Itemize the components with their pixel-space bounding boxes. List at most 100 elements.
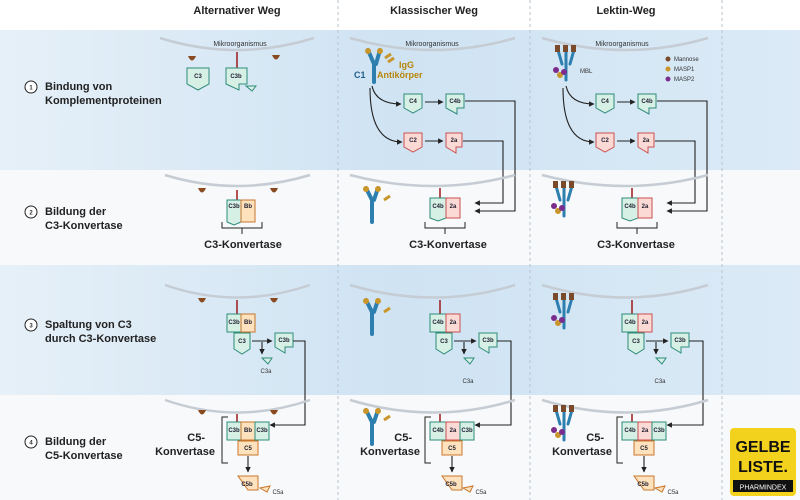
c5a-fragment	[653, 485, 666, 493]
svg-text:2a: 2a	[642, 204, 649, 210]
protein-c5-lec: C5	[633, 440, 655, 456]
svg-text:2a: 2a	[450, 320, 457, 326]
microorganism-label-lec: Mikroorganismus	[595, 41, 649, 48]
mbl-complex	[551, 293, 574, 330]
membrane-alt-1	[159, 36, 315, 52]
svg-text:C4b: C4b	[432, 204, 444, 210]
membrane-cls-1	[349, 36, 516, 52]
logo-line-1: GELBE	[735, 439, 790, 456]
svg-text:2a: 2a	[643, 138, 650, 144]
c3-convertase-lec-3: C4b 2a	[621, 313, 653, 333]
c3-convertase-alt: C3b Bb	[226, 199, 256, 226]
protein-c4: C4	[403, 93, 423, 114]
step-title-4b: C5-Konvertase	[45, 450, 123, 462]
step-number-1: 1	[29, 86, 33, 92]
svg-text:C4: C4	[601, 99, 609, 105]
protein-c4b-lec: C4b	[637, 93, 657, 115]
mannose-icon	[270, 298, 278, 303]
svg-text:C3b: C3b	[256, 428, 268, 434]
step-label-4: 4 Bildung der C5-Konvertase	[24, 435, 123, 462]
svg-text:C4b: C4b	[432, 428, 444, 434]
step-label-2: 2 Bildung der C3-Konvertase	[24, 205, 123, 232]
membrane-lec-3	[541, 283, 709, 299]
protein-c3b: C3b	[225, 67, 248, 91]
c1-label: C1	[354, 70, 366, 80]
c5a-fragment	[461, 485, 474, 493]
svg-text:C3b: C3b	[674, 338, 686, 344]
c3a-label-lec: C3a	[654, 379, 666, 385]
c5a-label-alt: C5a	[272, 490, 284, 496]
c5a-fragment	[258, 485, 271, 493]
svg-text:Bb: Bb	[244, 320, 252, 326]
c3-convertase-label-alt: C3-Konvertase	[204, 239, 282, 251]
c3-convertase-label-lec: C3-Konvertase	[597, 239, 675, 251]
mbl-complex	[553, 45, 576, 82]
c3a-label-cls: C3a	[462, 379, 474, 385]
c1-antibody-complex	[365, 48, 383, 84]
svg-text:C4b: C4b	[624, 428, 636, 434]
svg-text:C3b: C3b	[230, 74, 242, 80]
c3-convertase-cls: C4b 2a	[429, 197, 461, 222]
svg-text:2a: 2a	[642, 320, 649, 326]
step-title-1b: Komplementproteinen	[45, 95, 162, 107]
c3a-fragment	[244, 85, 258, 92]
protein-c4b: C4b	[445, 93, 465, 115]
c5-convertase-label-alt-2: Konvertase	[155, 446, 215, 458]
mbl-label: MBL	[580, 69, 593, 75]
protein-c3b-lec-3: C3b	[670, 332, 690, 354]
svg-text:C3b: C3b	[278, 338, 290, 344]
svg-text:Bb: Bb	[244, 428, 252, 434]
header-alternative: Alternativer Weg	[193, 5, 280, 17]
protein-c5b-lec: C5b	[633, 475, 655, 491]
svg-text:C3b: C3b	[653, 428, 665, 434]
c1-antibody-complex	[363, 186, 381, 224]
c3-convertase-label-cls: C3-Konvertase	[409, 239, 487, 251]
legend-swatch-mannose	[665, 56, 671, 62]
svg-text:C3: C3	[440, 339, 448, 345]
svg-text:C3b: C3b	[228, 204, 240, 210]
membrane-cls-3	[349, 283, 516, 299]
c3a-fragment	[462, 357, 475, 365]
svg-text:C3b: C3b	[461, 428, 473, 434]
c5-convertase-label-lec-2: Konvertase	[552, 446, 612, 458]
protein-c3-cls-3: C3	[435, 332, 453, 355]
c5a-label-lec: C5a	[667, 490, 679, 496]
igg-antibody-icon	[383, 306, 391, 314]
svg-text:C5: C5	[640, 446, 648, 452]
legend: Mannose MASP1 MASP2	[665, 56, 699, 83]
c5-convertase-lec: C4b 2a C3b	[621, 421, 667, 441]
protein-c4-lec: C4	[595, 93, 615, 114]
antibody-label: Antikörper	[377, 70, 423, 80]
step-label-3: 3 Spaltung von C3 durch C3-Konvertase	[24, 318, 156, 345]
svg-text:C5: C5	[244, 446, 252, 452]
step-number-4: 4	[29, 441, 33, 447]
c3a-fragment	[654, 357, 667, 365]
legend-mannose: Mannose	[674, 57, 699, 63]
igg-antibody-icon	[383, 194, 391, 202]
lectin-pathway: Mikroorganismus MBL Mannose MASP1 MASP2 …	[541, 36, 709, 496]
c5-convertase-alt: C3b Bb C3b	[226, 421, 270, 441]
membrane-lec-1	[541, 36, 709, 52]
header-classical: Klassischer Weg	[390, 5, 478, 17]
svg-text:2a: 2a	[450, 428, 457, 434]
svg-text:C5: C5	[448, 446, 456, 452]
c3-convertase-cls-3: C4b 2a	[429, 313, 461, 333]
step-label-1: 1 Bindung von Komplementproteinen	[24, 80, 162, 107]
c5a-label-cls: C5a	[475, 490, 487, 496]
logo-sub: PHARMINDEX	[740, 485, 787, 492]
c3a-label-alt: C3a	[260, 369, 272, 375]
legend-swatch-masp2	[665, 76, 671, 82]
protein-c3b-alt-3: C3b	[274, 332, 294, 354]
step-number-2: 2	[29, 211, 33, 217]
protein-c2: C2	[403, 132, 423, 153]
c5-convertase-label-lec-1: C5-	[586, 432, 604, 444]
step-title-3a: Spaltung von C3	[45, 319, 132, 331]
step-title-2a: Bildung der	[45, 206, 107, 218]
protein-c3b-cls-3: C3b	[478, 332, 498, 354]
svg-text:C3: C3	[238, 339, 246, 345]
svg-text:C4b: C4b	[641, 99, 653, 105]
header-lectin: Lektin-Weg	[596, 5, 655, 17]
c1-antibody-complex	[363, 298, 381, 336]
gelbe-liste-logo[interactable]: GELBE LISTE. PHARMINDEX	[730, 428, 796, 496]
